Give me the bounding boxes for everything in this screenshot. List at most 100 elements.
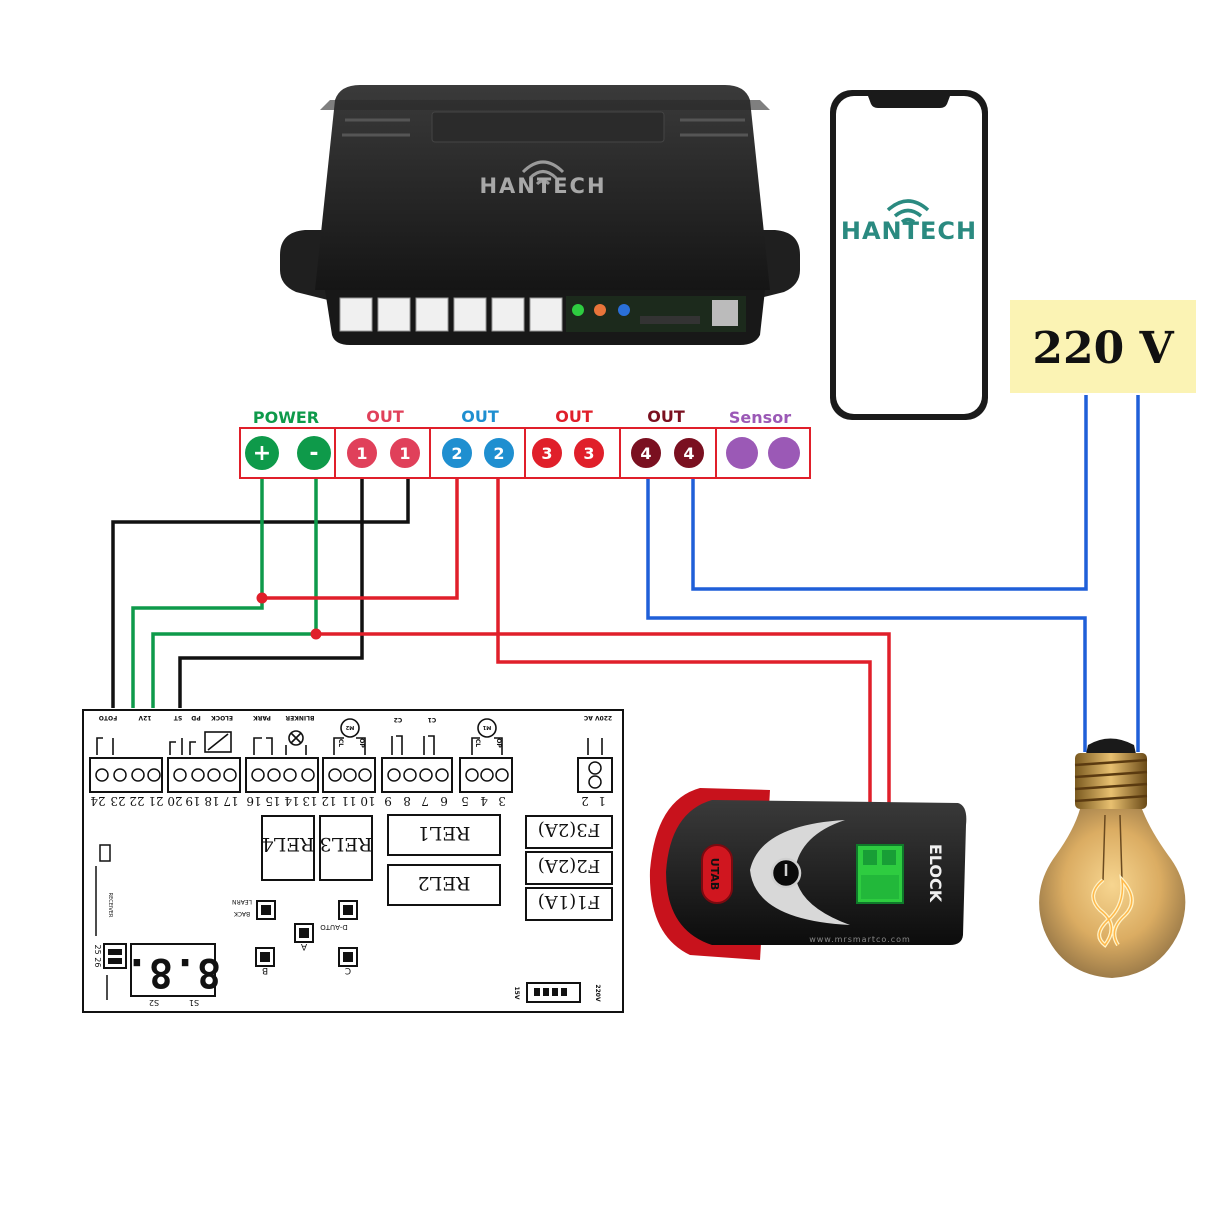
label-m1-cl: CL <box>474 739 481 747</box>
pin-number: 18 <box>204 794 219 808</box>
phone-brand: HANTECH <box>841 217 977 245</box>
fuses: F3(2A) F2(2A) F1(1A) <box>525 815 613 921</box>
label-25-26: 25 26 <box>93 945 102 968</box>
pin-number: 20 <box>167 794 182 808</box>
relay-rel2: REL2 <box>418 872 471 894</box>
relay-rel3: REL3 <box>320 833 373 855</box>
wire-out4-a-blue <box>646 470 1087 752</box>
pin-label: 2 <box>493 444 504 463</box>
pin-label: + <box>253 441 271 466</box>
label-220vac: 220V AC <box>583 714 612 721</box>
button-label-c: C <box>345 965 351 975</box>
receiver-brand: HANTECH <box>479 174 606 198</box>
wire-junction-dot <box>310 628 322 640</box>
wire-out4-b-blue <box>691 395 1088 591</box>
terminal-out3-a: 3 <box>530 436 564 470</box>
label-m1-op: OP <box>495 738 502 748</box>
label-15v: 15V <box>513 987 520 1000</box>
relay-rel4: REL4 <box>262 833 315 855</box>
terminal-out3-b: 3 <box>572 436 606 470</box>
label-elock: ELOCK <box>211 714 233 721</box>
pin-label: - <box>309 441 318 466</box>
voltage-label: 220 V <box>1010 300 1196 393</box>
board-buttons: LEARN BACK D-AUTO A B C <box>232 898 358 975</box>
pin-number: 13 <box>302 794 317 808</box>
group-label-sensor: Sensor <box>729 408 791 427</box>
pin-number: 17 <box>223 794 238 808</box>
relay-rel1: REL1 <box>418 822 471 844</box>
board-pin-numbers: 24 23 22 21 20 19 18 17 16 15 14 13 12 1… <box>90 794 606 808</box>
pin-number: 22 <box>129 794 144 808</box>
pin-label: 3 <box>541 444 552 463</box>
label-m2-op: OP <box>358 738 365 748</box>
group-label-out2: OUT <box>461 407 499 426</box>
label-foto: FOTO <box>99 714 117 721</box>
terminal-out2-a: 2 <box>440 436 474 470</box>
fuse-f2: F2(2A) <box>538 855 600 876</box>
group-label-out4: OUT <box>647 407 685 426</box>
label-c1: C1 <box>428 716 437 723</box>
fuse-f3: F3(2A) <box>538 819 600 840</box>
receiver-logo: HANTECH <box>479 160 606 198</box>
pin-label: 2 <box>451 444 462 463</box>
label-c2: C2 <box>394 716 403 723</box>
pin-number: 5 <box>461 794 469 808</box>
label-s1: S1 <box>189 998 199 1007</box>
terminal-out1-b: 1 <box>388 436 422 470</box>
utab-label: UTAB <box>708 858 721 890</box>
screw-heads <box>95 761 602 789</box>
board-top-labels: FOTO 12V ST PD ELOCK PARK BLINKER M2 C2 … <box>99 714 612 748</box>
wifi-logo-icon <box>886 199 930 224</box>
pin-label: 4 <box>683 444 694 463</box>
receiver-header: RECEIVER 25 26 <box>93 844 127 1000</box>
label-park: PARK <box>253 714 271 721</box>
pin-label: 3 <box>583 444 594 463</box>
power-connector: 15V 220V <box>513 982 601 1003</box>
pin-number: 10 <box>360 794 375 808</box>
pin-number: 6 <box>440 794 448 808</box>
smartphone: HANTECH <box>830 90 988 420</box>
elock-watermark: www.mrsmartco.com <box>809 935 911 944</box>
lock-terminal-block <box>856 844 904 904</box>
button-label-b: B <box>262 965 268 975</box>
terminal-sensor-a <box>726 437 758 469</box>
voltage-text: 220 V <box>1032 323 1174 374</box>
pin-number: 1 <box>598 794 606 808</box>
pin-number: 16 <box>246 794 261 808</box>
label-s2: S2 <box>149 998 159 1007</box>
pin-label: 1 <box>356 444 367 463</box>
blue-led-icon <box>618 304 630 316</box>
control-board: FOTO 12V ST PD ELOCK PARK BLINKER M2 C2 … <box>82 709 624 1013</box>
terminal-out2-b: 2 <box>482 436 516 470</box>
utab-button: UTAB <box>701 844 733 904</box>
receiver-connectors <box>339 297 563 332</box>
pin-label: 4 <box>640 444 651 463</box>
pin-number: 23 <box>110 794 125 808</box>
wire-out2-a-red <box>262 470 459 600</box>
elock-label: ELOCK <box>926 844 945 903</box>
label-m1: M1 <box>482 724 491 730</box>
terminal-out4-b: 4 <box>672 436 706 470</box>
label-pd: PD <box>191 714 200 721</box>
seven-segment-display: 8.8. S1 S2 <box>125 943 221 1007</box>
pin-label: 1 <box>399 444 410 463</box>
green-led-icon <box>572 304 584 316</box>
wire-power-minus-green <box>151 470 318 708</box>
pin-schematic-marks <box>96 718 603 755</box>
pin-number: 4 <box>480 794 488 808</box>
label-220v: 220V <box>594 984 601 1002</box>
group-label-out1: OUT <box>366 407 404 426</box>
pin-number: 15 <box>265 794 280 808</box>
pin-number: 19 <box>185 794 200 808</box>
label-blinker: BLINKER <box>285 714 314 721</box>
electric-lock: UTAB ELOCK www.mrsmartco.com <box>649 788 967 960</box>
terminal-power-minus: - <box>297 436 331 470</box>
terminal-out1-a: 1 <box>345 436 379 470</box>
orange-led-icon <box>594 304 606 316</box>
button-label-a: A <box>300 941 307 951</box>
pin-number: 9 <box>384 794 392 808</box>
pin-number: 7 <box>421 794 429 808</box>
group-label-out3: OUT <box>555 407 593 426</box>
button-label-back: BACK <box>233 910 250 917</box>
display-digits: 8.8. <box>125 949 221 995</box>
